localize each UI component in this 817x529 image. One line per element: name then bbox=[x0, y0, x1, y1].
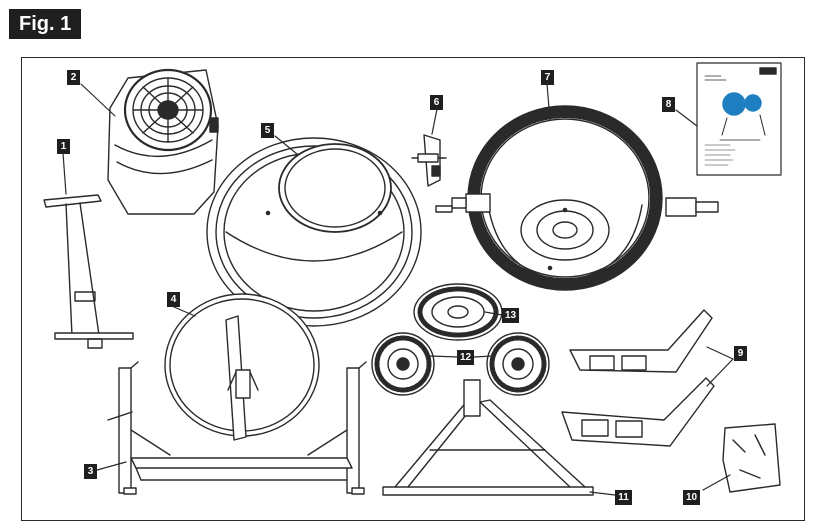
part-6-bracket bbox=[411, 134, 447, 187]
part-1-stand-post bbox=[43, 194, 134, 349]
figure-frame bbox=[21, 57, 805, 521]
part-9-brackets bbox=[561, 309, 715, 447]
part-5-drum-upper bbox=[206, 137, 422, 327]
callout-4: 4 bbox=[167, 292, 180, 307]
part-4-ring bbox=[164, 293, 320, 441]
callout-3: 3 bbox=[84, 464, 97, 479]
part-2-motor-housing bbox=[107, 68, 219, 215]
callout-leader-lines bbox=[62, 83, 734, 496]
callout-6: 6 bbox=[430, 95, 443, 110]
part-7-drum-gear bbox=[435, 105, 719, 291]
callout-8: 8 bbox=[662, 97, 675, 112]
callout-7: 7 bbox=[541, 70, 554, 85]
callout-9: 9 bbox=[734, 346, 747, 361]
callout-10: 10 bbox=[683, 490, 700, 505]
callout-11: 11 bbox=[615, 490, 632, 505]
figure-title: Fig. 1 bbox=[9, 9, 82, 39]
callout-12: 12 bbox=[457, 350, 474, 365]
part-8-manual bbox=[696, 62, 782, 176]
part-10-parts-bag bbox=[722, 423, 781, 493]
part-12-wheels bbox=[371, 332, 550, 396]
callout-2: 2 bbox=[67, 70, 80, 85]
callout-5: 5 bbox=[261, 123, 274, 138]
part-3-base-frame bbox=[107, 361, 367, 495]
part-11-aframe-leg bbox=[382, 379, 594, 496]
callout-1: 1 bbox=[57, 139, 70, 154]
part-13-gear-disc bbox=[413, 283, 503, 341]
callout-13: 13 bbox=[502, 308, 519, 323]
